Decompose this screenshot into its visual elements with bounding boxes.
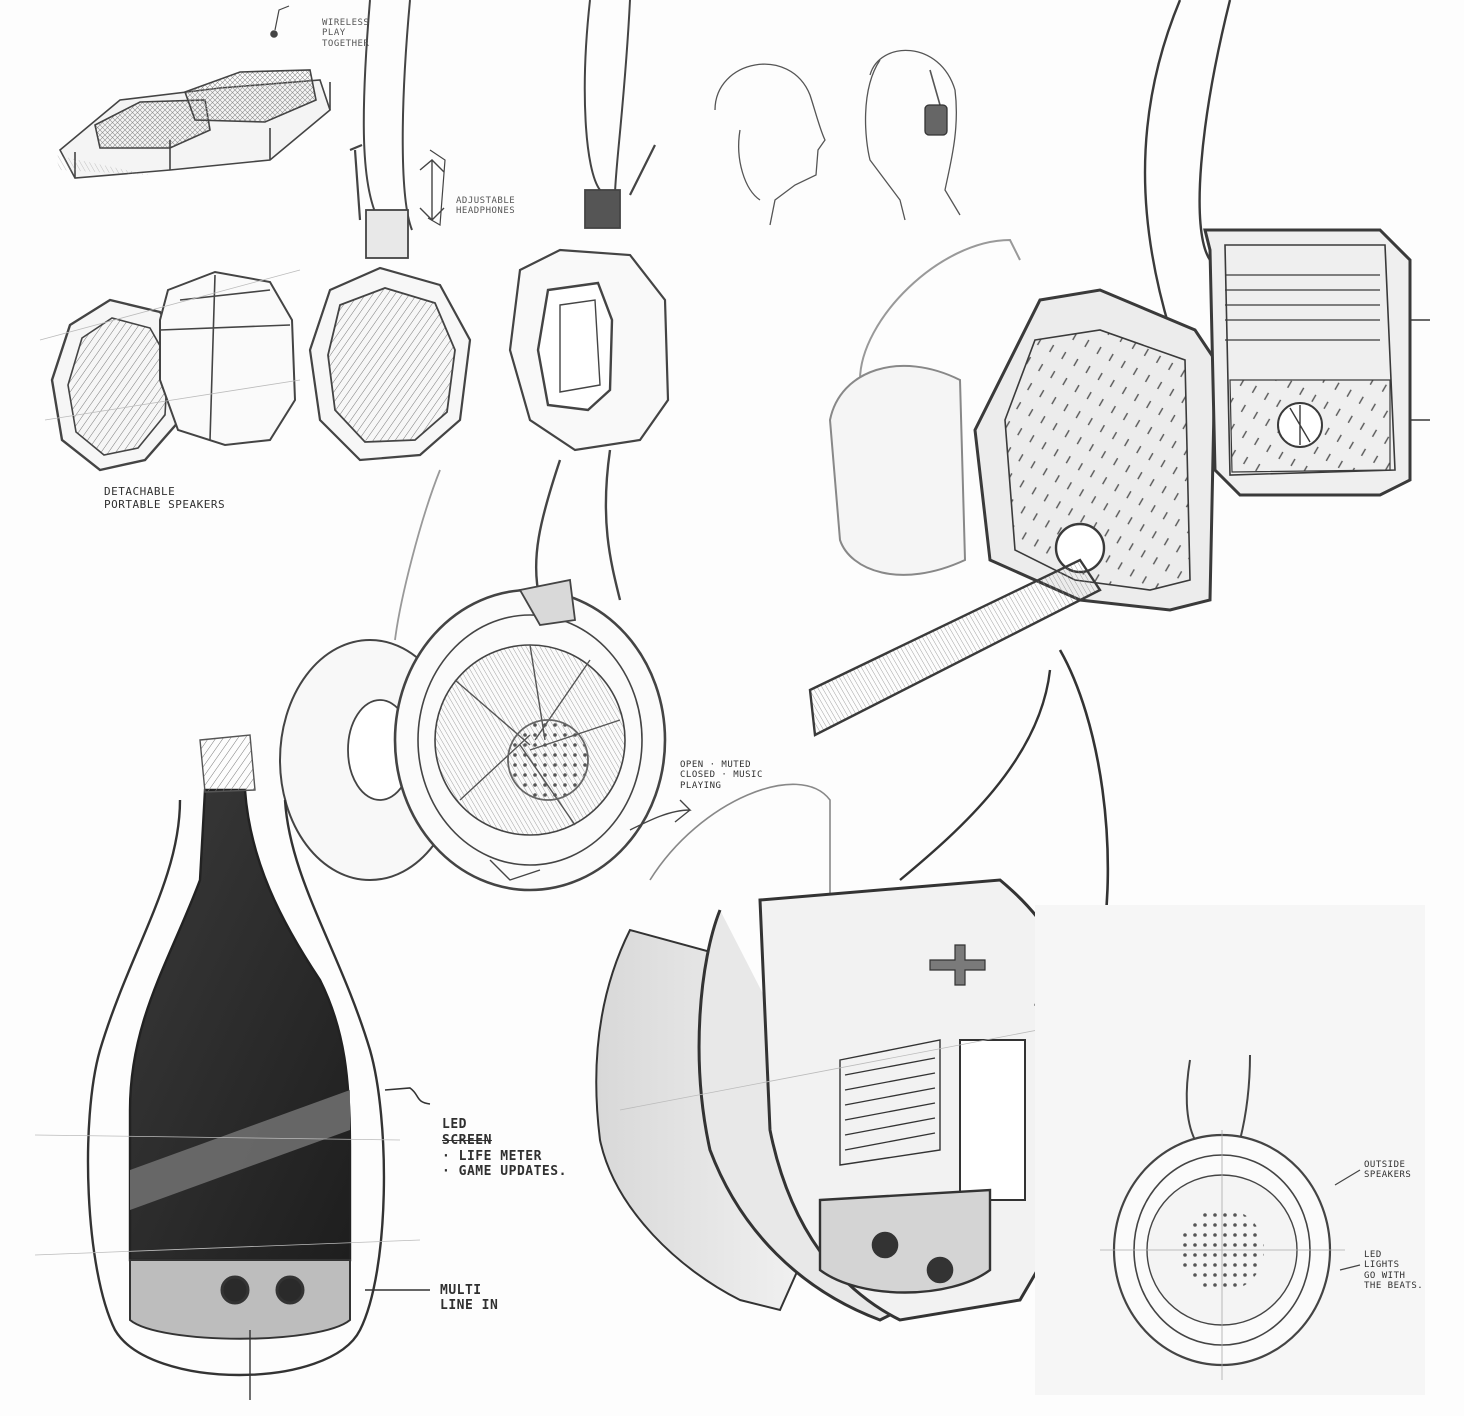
led-lights-headphone-sketch (1035, 905, 1425, 1395)
detachable-speakers-sketch (39, 269, 301, 472)
adjustable-note: Adjustable headphones (456, 196, 516, 217)
led-screen-headset-sketch (34, 734, 431, 1400)
open-muted-note: Open · muted closed · music playing (680, 760, 763, 791)
gaming-headset-mic-sketch (808, 0, 1430, 737)
aperture-headphone-sketch (279, 449, 692, 892)
control-panel-headset-sketch (595, 649, 1110, 1322)
led-note-title: LED (442, 1117, 467, 1132)
multi-line-in-note: Multi line in (440, 1283, 499, 1313)
wireless-note: Wireless Play together (322, 18, 370, 49)
led-lights-note: LED lights go with the beats. (1364, 1250, 1424, 1292)
led-note-struck: screen (442, 1133, 492, 1148)
adjustable-headphones-sketch (308, 0, 670, 462)
portable-speaker-bar-sketch (55, 5, 331, 179)
detachable-note: Detachable portable speakers (104, 485, 226, 511)
profile-heads-sketch (714, 49, 961, 226)
outside-speakers-note: outside speakers (1364, 1160, 1412, 1181)
led-note-items: · Life meter · Game updates. (442, 1149, 567, 1179)
